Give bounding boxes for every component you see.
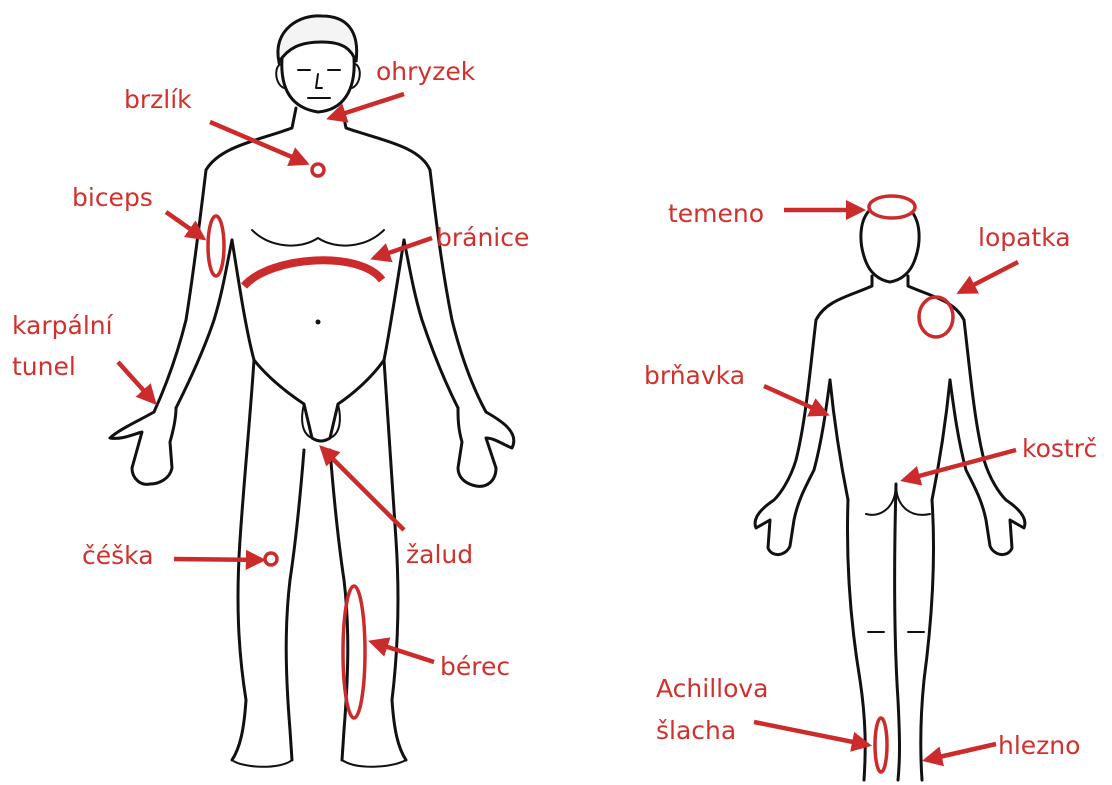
back-buttocks xyxy=(866,484,930,515)
ceska-arrow xyxy=(174,559,262,560)
berec-arrow xyxy=(372,642,434,662)
brnavka-arrow xyxy=(764,386,826,414)
label-ceska: čéška xyxy=(82,541,154,570)
label-berec: bérec xyxy=(440,652,510,681)
front-groin xyxy=(254,360,384,441)
karpalni-arrow xyxy=(118,362,154,402)
achillova-arrow xyxy=(754,722,868,745)
front-right-foot xyxy=(342,760,406,767)
label-ohryzek: ohryzek xyxy=(376,57,476,86)
front-neck-right xyxy=(342,108,430,170)
front-left-foot xyxy=(232,760,292,767)
label-achillova-line1: Achillova xyxy=(656,674,769,703)
label-temeno: temeno xyxy=(668,199,764,228)
ceska-marker xyxy=(265,553,277,565)
front-right-leg-outer xyxy=(384,360,406,760)
front-right-arm-outer xyxy=(430,170,514,486)
branice-marker xyxy=(244,260,382,286)
brzlik-marker xyxy=(312,164,324,176)
biceps-marker xyxy=(208,216,224,276)
label-hlezno: hlezno xyxy=(998,731,1080,760)
label-biceps: biceps xyxy=(72,183,153,212)
label-brnavka: brňavka xyxy=(644,361,745,390)
back-body-figure xyxy=(755,212,1025,780)
front-chest xyxy=(252,230,384,246)
front-hair xyxy=(278,16,357,62)
ohryzek-arrow xyxy=(330,94,404,118)
label-brzlik: brzlík xyxy=(124,85,192,114)
biceps-arrow xyxy=(166,212,203,238)
kostrc-arrow xyxy=(904,450,1016,480)
front-head xyxy=(282,58,354,112)
front-right-arm-inner xyxy=(404,240,458,408)
label-karpalni-line1: karpální xyxy=(12,311,114,340)
front-navel xyxy=(316,320,321,325)
back-torso-left xyxy=(830,380,848,500)
front-torso-right xyxy=(384,240,404,360)
label-lopatka: lopatka xyxy=(978,223,1071,252)
lopatka-arrow xyxy=(960,262,1018,292)
front-left-leg-inner xyxy=(286,450,304,760)
label-achillova-line2: šlacha xyxy=(656,716,736,745)
front-nose xyxy=(316,74,322,88)
front-left-arm-outer xyxy=(110,170,206,484)
temeno-marker xyxy=(869,196,915,218)
achillova-marker xyxy=(875,718,887,772)
front-torso-left xyxy=(232,240,254,360)
back-right-leg xyxy=(921,500,934,780)
lopatka-marker xyxy=(919,297,953,337)
hlezno-arrow xyxy=(926,744,996,760)
label-kostrc: kostrč xyxy=(1022,434,1097,463)
back-left-arm xyxy=(755,320,830,555)
label-branice: bránice xyxy=(436,223,529,252)
back-left-leg xyxy=(848,500,866,780)
label-zalud: žalud xyxy=(406,540,473,569)
back-head xyxy=(861,212,919,282)
back-right-arm xyxy=(950,320,1025,555)
back-torso-right xyxy=(932,380,950,500)
label-karpalni-line2: tunel xyxy=(12,352,76,381)
back-leg-inner xyxy=(895,484,900,780)
